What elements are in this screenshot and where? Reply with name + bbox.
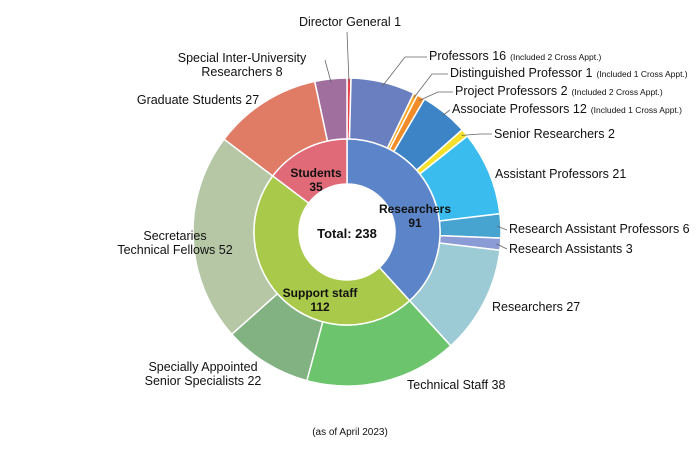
outer-label-3: Project Professors 2(Included 2 Cross Ap… bbox=[455, 84, 663, 98]
outer-label-1: Professors 16(Included 2 Cross Appt.) bbox=[429, 49, 601, 63]
leader-line-2 bbox=[413, 73, 448, 98]
outer-label-0: Director General 1 bbox=[299, 15, 401, 29]
leader-line-1 bbox=[381, 56, 427, 87]
outer-label-10: Technical Staff 38 bbox=[407, 378, 505, 392]
outer-label-6: Assistant Professors 21 bbox=[495, 167, 626, 181]
leader-lines bbox=[324, 31, 508, 250]
leader-line-5 bbox=[461, 133, 492, 136]
date-note: (as of April 2023) bbox=[312, 427, 388, 438]
leader-line-3 bbox=[418, 91, 453, 101]
leader-line-4 bbox=[441, 109, 451, 117]
inner-value-0: 91 bbox=[408, 216, 422, 230]
leader-line-0 bbox=[346, 31, 350, 83]
outer-label-4: Associate Professors 12(Included 1 Cross… bbox=[452, 102, 682, 116]
leader-line-8 bbox=[496, 243, 508, 250]
inner-label-0: Researchers bbox=[379, 202, 451, 216]
inner-value-2: 35 bbox=[309, 180, 323, 194]
outer-labels: Director General 1 Professors 16(Included… bbox=[117, 15, 689, 392]
total-label: Total: 238 bbox=[317, 226, 377, 241]
outer-label-5: Senior Researchers 2 bbox=[494, 127, 615, 141]
inner-value-1: 112 bbox=[310, 300, 330, 314]
outer-ring bbox=[192, 77, 502, 387]
inner-label-1: Support staff bbox=[283, 286, 359, 300]
leader-line-14 bbox=[324, 59, 332, 83]
inner-slice-0 bbox=[346, 138, 441, 302]
outer-label-2: Distinguished Professor 1(Included 1 Cro… bbox=[450, 66, 688, 80]
inner-ring bbox=[253, 138, 441, 326]
outer-label-9: Researchers 27 bbox=[492, 300, 580, 314]
outer-label-7: Research Assistant Professors 6 bbox=[509, 222, 690, 236]
inner-label-2: Students bbox=[290, 166, 342, 180]
inner-slice-1 bbox=[253, 174, 411, 326]
inner-slice-2 bbox=[271, 138, 348, 205]
outer-label-13: Graduate Students 27 bbox=[137, 93, 259, 107]
leader-line-7 bbox=[496, 225, 508, 231]
outer-label-8: Research Assistants 3 bbox=[509, 242, 633, 256]
